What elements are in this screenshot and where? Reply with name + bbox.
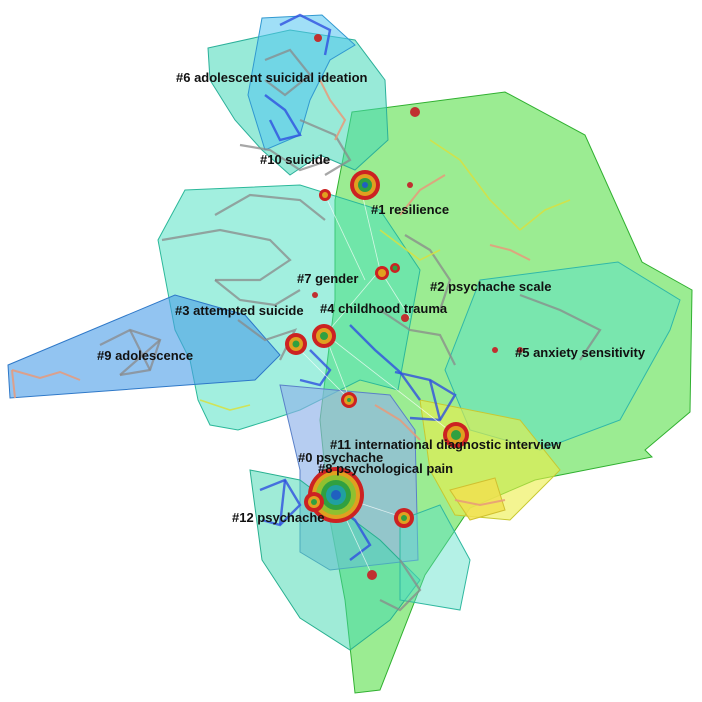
cluster-label-0: #0 psychache bbox=[298, 450, 383, 465]
node-resilience-hub bbox=[350, 170, 380, 200]
cluster-label-2: #2 psychache scale bbox=[430, 279, 551, 294]
hull-bottom-right bbox=[399, 504, 471, 611]
cluster-hulls bbox=[7, 14, 693, 694]
hull-adolescence bbox=[7, 294, 281, 399]
node-suicide bbox=[319, 189, 331, 201]
edge-layer-salmon bbox=[11, 79, 531, 507]
edge-layer-yellow bbox=[199, 139, 571, 411]
node-mid bbox=[341, 392, 357, 408]
cluster-label-11: #11 international diagnostic interview bbox=[330, 437, 562, 452]
cluster-label-5: #5 anxiety sensitivity bbox=[515, 345, 646, 360]
node-psychache-small bbox=[304, 492, 324, 512]
node-international-diagnostic bbox=[443, 422, 469, 448]
cluster-label-12: #12 psychache bbox=[232, 510, 325, 525]
node-attempted-suicide bbox=[285, 333, 307, 355]
cluster-label-3: #3 attempted suicide bbox=[175, 303, 304, 318]
node-psychache-main bbox=[308, 467, 364, 523]
edge-layer-gray bbox=[99, 48, 602, 612]
cluster-label-7: #7 gender bbox=[297, 271, 358, 286]
cluster-label-10: #10 suicide bbox=[260, 152, 330, 167]
small-nodes bbox=[312, 34, 523, 580]
hull-yellow-small bbox=[449, 477, 506, 521]
cluster-label-9: #9 adolescence bbox=[97, 348, 193, 363]
node-gender bbox=[375, 263, 400, 280]
cluster-label-1: #1 resilience bbox=[371, 202, 449, 217]
node-psychological-pain bbox=[394, 508, 414, 528]
cluster-label-8: #8 psychological pain bbox=[318, 461, 453, 476]
hull-right-teal bbox=[444, 261, 681, 451]
cluster-label-6: #6 adolescent suicidal ideation bbox=[176, 70, 368, 85]
cluster-label-4: #4 childhood trauma bbox=[320, 301, 448, 316]
cluster-labels: #6 adolescent suicidal ideation #10 suic… bbox=[97, 70, 646, 525]
node-childhood-trauma bbox=[312, 324, 336, 348]
